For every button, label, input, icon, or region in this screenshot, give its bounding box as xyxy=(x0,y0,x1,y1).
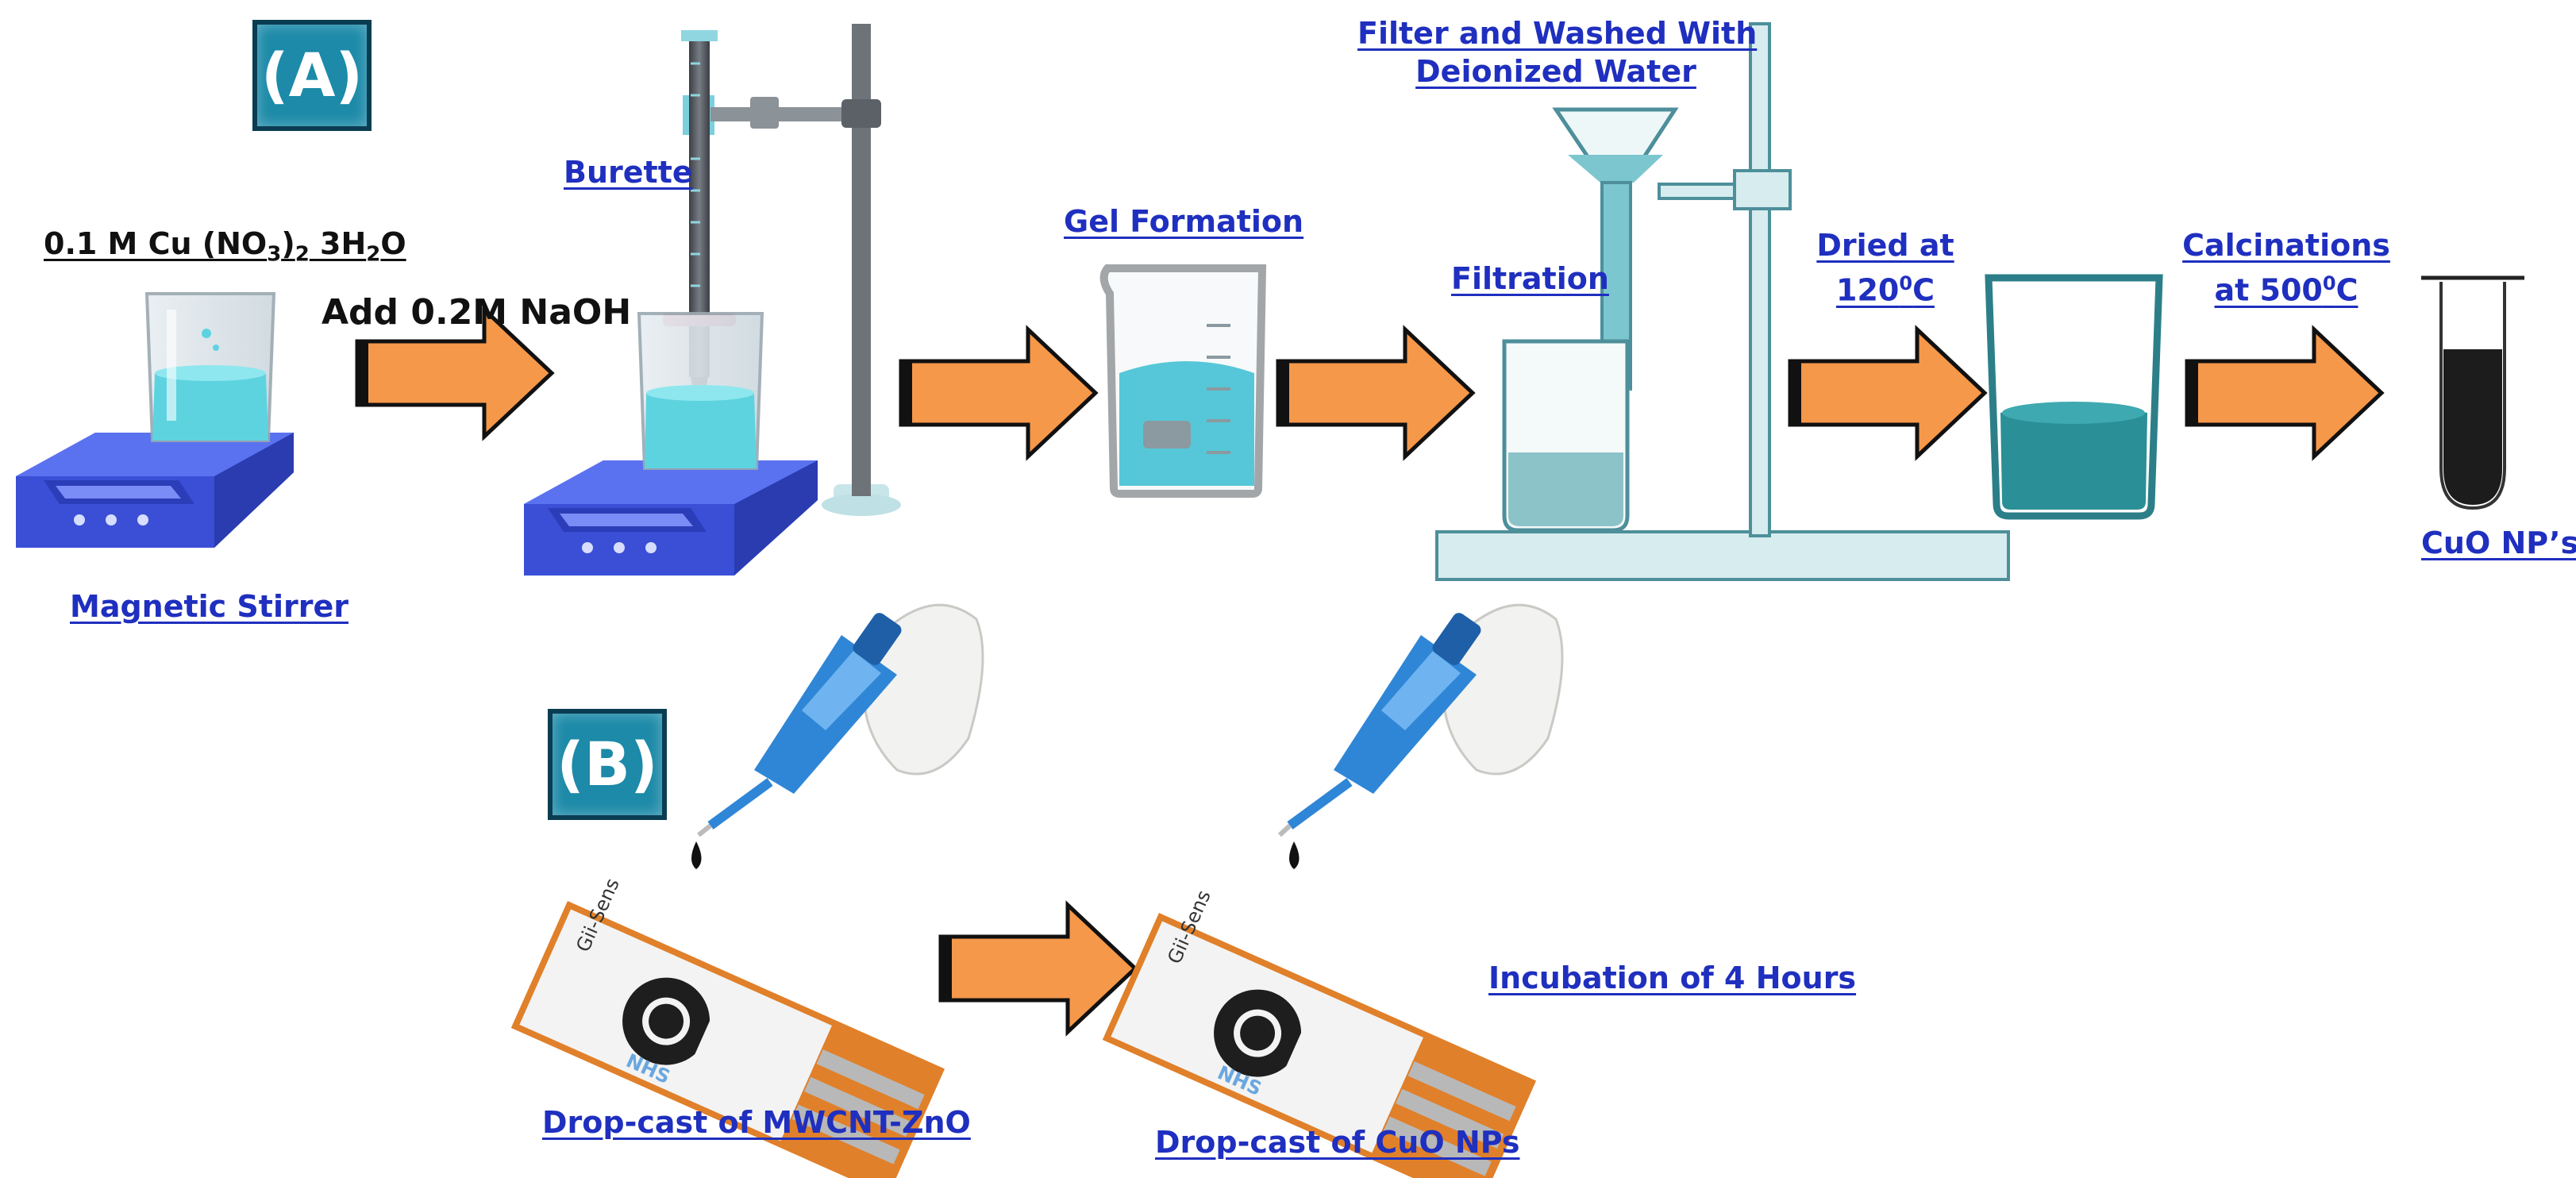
drop-cast-cuo-label: Drop-cast of CuO NPs xyxy=(1155,1125,1520,1160)
burette-label: Burette xyxy=(564,155,693,190)
magnetic-stirrer-label: Magnetic Stirrer xyxy=(70,589,348,624)
pipette-2 xyxy=(1277,603,1564,869)
cuo-nps-label: CuO NP’s xyxy=(2421,525,2576,560)
incubation-label: Incubation of 4 Hours xyxy=(1488,960,1857,995)
arrow-6 xyxy=(938,900,1138,1037)
dried-beaker xyxy=(1985,274,2163,520)
filtration-label: Filtration xyxy=(1451,261,1609,296)
sensor-strip-2: Gii-Sens NHS xyxy=(1102,887,1537,1178)
arrow-2 xyxy=(899,325,1099,461)
arrow-3 xyxy=(1276,325,1476,461)
arrow-4 xyxy=(1788,325,1988,461)
gel-formation-label: Gel Formation xyxy=(1064,204,1304,239)
test-tube xyxy=(2421,275,2524,510)
process-arrows xyxy=(355,305,2385,1037)
arrow-1 xyxy=(355,305,555,441)
pipette-1 xyxy=(691,603,984,869)
add-naoh-label: Add 0.2M NaOH xyxy=(322,292,632,333)
arrow-5 xyxy=(2185,325,2385,461)
filtration-apparatus xyxy=(1435,22,2010,581)
burette-setup xyxy=(524,24,901,576)
calcination-label: Calcinations at 5000C xyxy=(2182,228,2390,308)
panel-b-badge: (B) xyxy=(548,709,667,820)
dried-label: Dried at 1200C xyxy=(1816,228,1954,308)
precursor-label: 0.1 M Cu (NO3)2 3H2O xyxy=(44,226,406,267)
gel-beaker xyxy=(1099,264,1267,498)
magnetic-stirrer-1 xyxy=(16,292,294,548)
drop-cast-mwcnt-label: Drop-cast of MWCNT-ZnO xyxy=(542,1105,971,1140)
filter-wash-label: Filter and Washed With Deionized Water xyxy=(1357,16,1758,89)
panel-a-badge: (A) xyxy=(252,20,372,131)
